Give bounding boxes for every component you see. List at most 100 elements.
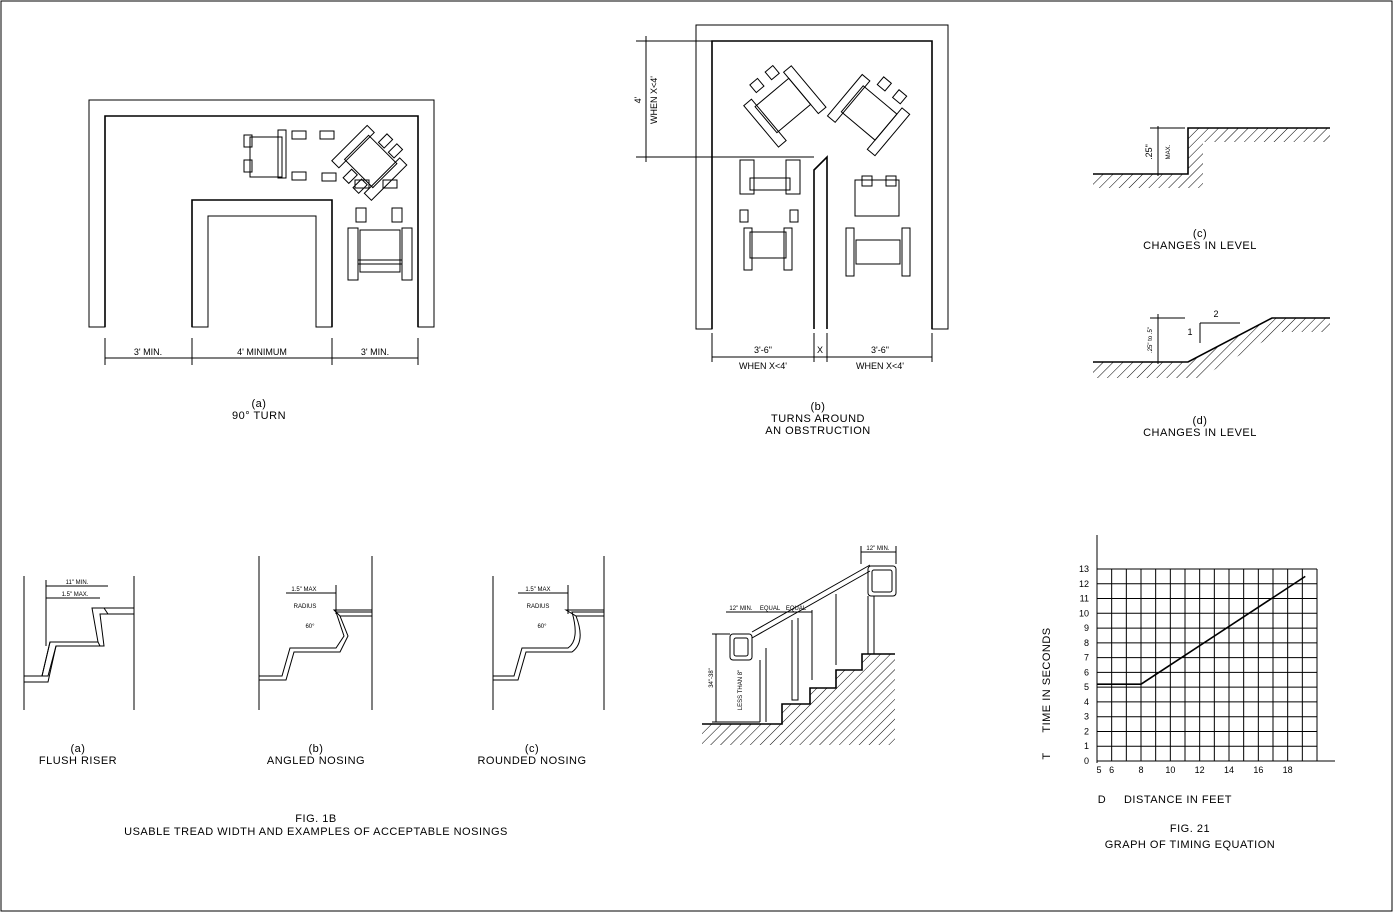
x-tick-label: 6	[1109, 765, 1114, 775]
wheelchair-icon	[826, 73, 911, 157]
obstruction-wall	[813, 155, 828, 329]
fig-handrail-stairs: 12" MIN. 12" MIN. EQUAL EQUAL 34"-38" LE…	[702, 546, 897, 745]
figure-letter: (b)	[309, 743, 324, 755]
fig-c-changes-in-level: .25" MAX. (c) CHANGES IN LEVEL	[1093, 126, 1330, 252]
x-tick-label: 10	[1165, 765, 1175, 775]
figure-letter: (b)	[811, 401, 826, 413]
figure-caption: 90° TURN	[232, 410, 286, 422]
figure-caption: TURNS AROUND	[771, 413, 865, 425]
fig-1b-b-angled-nosing: 1.5" MAX RADIUS 60° (b) ANGLED NOSING	[258, 556, 373, 767]
fig-b-turns-around: 4' WHEN X<4'	[633, 24, 949, 437]
figure-caption: CHANGES IN LEVEL	[1143, 427, 1257, 439]
figure-caption: ANGLED NOSING	[267, 755, 365, 767]
figure-caption: AN OBSTRUCTION	[765, 425, 870, 437]
angle-label: 60°	[305, 624, 315, 630]
dim-label: 3'-6"	[871, 345, 889, 355]
dim-label: 4'	[633, 96, 643, 103]
chart-title: FIG. 21	[1170, 823, 1210, 835]
dim-label: 1.5" MAX	[525, 587, 550, 593]
x-axis-title: DISTANCE IN FEET	[1124, 794, 1232, 806]
series-line	[1097, 575, 1306, 685]
figure-caption: ROUNDED NOSING	[477, 755, 586, 767]
dim-label: 1.5" MAX	[291, 587, 316, 593]
y-tick-label: 8	[1084, 638, 1089, 648]
y-tick-label: 10	[1079, 608, 1089, 618]
y-tick-label: 4	[1084, 697, 1089, 707]
y-tick-label: 3	[1084, 712, 1089, 722]
figure-letter: (c)	[525, 743, 539, 755]
slope-run: 2	[1213, 309, 1218, 319]
fig-d-changes-in-level: .25" to .5" 2 1 (d) CHANGES IN LEVEL	[1093, 309, 1330, 439]
figure-subtitle: USABLE TREAD WIDTH AND EXAMPLES OF ACCEP…	[124, 826, 508, 838]
figure-title: FIG. 1B	[295, 813, 336, 825]
y-tick-label: 7	[1084, 653, 1089, 663]
y-axis-title: TIME IN SECONDS	[1041, 627, 1053, 732]
wheelchair-icon	[739, 159, 801, 271]
y-tick-label: 2	[1084, 726, 1089, 736]
dim-label: 3' MIN.	[134, 347, 162, 357]
dim-label: .25" to .5"	[1148, 327, 1154, 353]
y-tick-label: 12	[1079, 579, 1089, 589]
figure-caption: CHANGES IN LEVEL	[1143, 240, 1257, 252]
dim-label: 3'-6"	[754, 345, 772, 355]
angle-label: 60°	[537, 624, 547, 630]
radius-label: RADIUS	[294, 604, 317, 610]
figure-letter: (d)	[1193, 415, 1208, 427]
fig-a-90-turn: 3' MIN. 4' MINIMUM 3' MIN. (a) 90° TURN	[88, 99, 435, 422]
x-axis-symbol: D	[1098, 794, 1106, 806]
y-axis-symbol: T	[1041, 752, 1053, 759]
slope-rise: 1	[1187, 327, 1192, 337]
x-tick-label: 5	[1096, 765, 1101, 775]
y-tick-label: 0	[1084, 756, 1089, 766]
wheelchair-icon	[347, 179, 413, 281]
x-tick-label: 14	[1224, 765, 1234, 775]
y-tick-label: 11	[1080, 594, 1089, 604]
inner-wall-hatch	[191, 199, 333, 328]
y-tick-label: 9	[1084, 623, 1089, 633]
dim-label: 3' MIN.	[361, 347, 389, 357]
outer-wall-hatch	[695, 24, 949, 330]
dim-label: 34"-38"	[709, 668, 715, 688]
x-tick-label: 18	[1283, 765, 1293, 775]
x-tick-label: 8	[1138, 765, 1143, 775]
dim-note: WHEN X<4'	[856, 361, 904, 371]
wheelchair-icon	[331, 124, 408, 202]
dim-note: MAX.	[1166, 144, 1172, 159]
dim-label: 12" MIN.	[866, 546, 889, 552]
y-tick-label: 1	[1084, 741, 1089, 751]
figure-letter: (a)	[252, 398, 267, 410]
dim-label: X	[817, 345, 823, 355]
dim-label: 12" MIN.	[729, 606, 752, 612]
outer-wall-hatch	[88, 99, 435, 328]
y-tick-label: 6	[1084, 667, 1089, 677]
dim-note: WHEN X<4'	[739, 361, 787, 371]
x-tick-label: 16	[1253, 765, 1263, 775]
y-tick-label: 5	[1084, 682, 1089, 692]
fig-1b-c-rounded-nosing: 1.5" MAX RADIUS 60° (c) ROUNDED NOSING	[477, 556, 605, 767]
figure-caption: FLUSH RISER	[39, 755, 117, 767]
wheelchair-icon	[743, 64, 827, 148]
dim-label: .25"	[1144, 144, 1154, 160]
wheelchair-icon	[243, 129, 337, 182]
x-tick-label: 12	[1195, 765, 1205, 775]
radius-label: RADIUS	[527, 604, 550, 610]
dim-note: WHEN X<4'	[649, 76, 659, 124]
fig-1b-a-flush-riser: 11" MIN. 1.5" MAX. (a) FLUSH RISER	[23, 576, 135, 767]
wheelchair-icon	[845, 175, 911, 277]
chart-grid	[1096, 535, 1335, 763]
dim-label: EQUAL	[786, 606, 807, 612]
dim-label: EQUAL	[760, 606, 781, 612]
figure-letter: (c)	[1193, 228, 1207, 240]
figure-letter: (a)	[71, 743, 86, 755]
chart-subtitle: GRAPH OF TIMING EQUATION	[1105, 839, 1276, 851]
y-tick-label: 13	[1079, 564, 1089, 574]
dim-label: 11" MIN.	[66, 580, 89, 586]
dim-label: 1.5" MAX.	[62, 592, 89, 598]
dim-label: LESS THAN 8"	[738, 670, 744, 710]
